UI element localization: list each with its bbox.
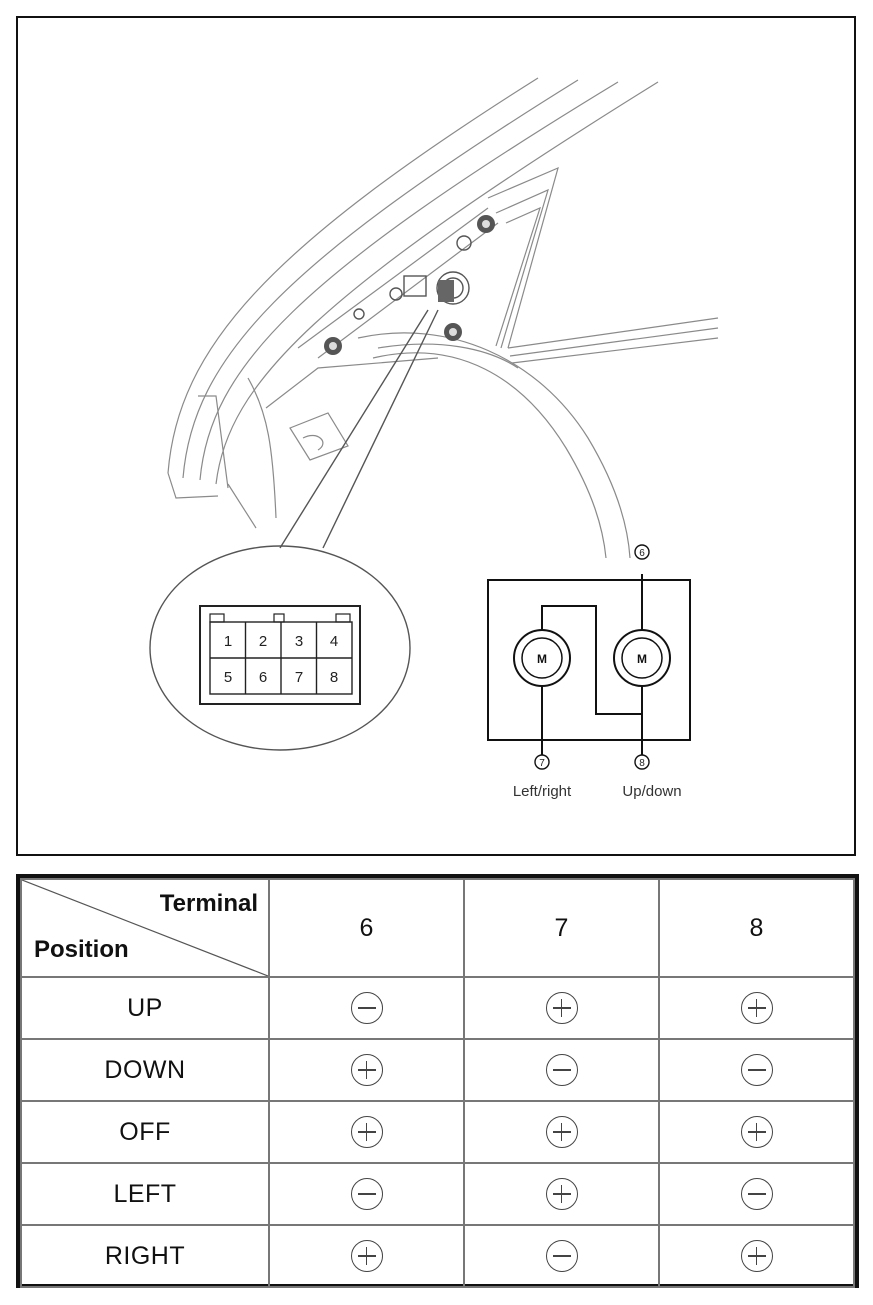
corner-position-label: Position: [34, 936, 129, 963]
cell: [463, 1100, 660, 1164]
position-label: LEFT: [20, 1162, 270, 1226]
callout-bubble: [149, 545, 411, 751]
right-motor-label: M: [637, 652, 647, 666]
cell: [268, 1224, 465, 1288]
pin-4: 4: [330, 633, 338, 650]
pin-2: 2: [259, 633, 267, 650]
pin-5: 5: [224, 669, 232, 686]
mounting-nuts: [324, 215, 495, 355]
diagram-panel: 1 2 3 4 5 6 7 8 M M: [16, 16, 856, 856]
terminal-7-label: 7: [539, 758, 545, 769]
cell: [268, 1162, 465, 1226]
motor-circuit: M M 6 7 8 Left/right Up/down: [487, 544, 691, 800]
cell: [268, 1100, 465, 1164]
cell: [268, 1038, 465, 1102]
terminal-check-table-panel: Terminal Position 6 7 8 UP DOWN OFF LEFT: [16, 874, 859, 1288]
table-header-row: Terminal Position 6 7 8: [20, 878, 855, 978]
circled-plus-icon: [545, 992, 578, 1024]
pin-3: 3: [295, 633, 303, 650]
circled-minus-icon: [545, 1054, 578, 1086]
table-row: RIGHT: [20, 1224, 855, 1288]
cell: [463, 1224, 660, 1288]
circled-plus-icon: [740, 1116, 773, 1148]
position-label: UP: [20, 976, 270, 1040]
circled-plus-icon: [545, 1116, 578, 1148]
position-label: DOWN: [20, 1038, 270, 1102]
pin-1: 1: [224, 633, 232, 650]
cell: [463, 1038, 660, 1102]
corner-header: Terminal Position: [20, 878, 270, 978]
connector-face: 1 2 3 4 5 6 7 8: [199, 605, 361, 705]
table-row: DOWN: [20, 1038, 855, 1102]
cell: [658, 1038, 855, 1102]
circled-plus-icon: [350, 1054, 383, 1086]
door-frame-sketch: [167, 77, 719, 559]
circled-plus-icon: [740, 1240, 773, 1272]
cell: [658, 1100, 855, 1164]
terminal-6-label: 6: [639, 548, 645, 559]
callout-leader: [279, 309, 439, 549]
circled-plus-icon: [350, 1116, 383, 1148]
cell: [658, 1224, 855, 1288]
position-label: OFF: [20, 1100, 270, 1164]
pin-8: 8: [330, 669, 338, 686]
circled-minus-icon: [350, 992, 383, 1024]
table-row: LEFT: [20, 1162, 855, 1226]
terminal-8-label: 8: [639, 758, 645, 769]
table-row: OFF: [20, 1100, 855, 1164]
table-row: UP: [20, 976, 855, 1040]
cell: [463, 976, 660, 1040]
mirror-location-illustration: 1 2 3 4 5 6 7 8 M M: [149, 77, 719, 800]
cell: [658, 976, 855, 1040]
cell: [463, 1162, 660, 1226]
cell: [658, 1162, 855, 1226]
left-motor-label: M: [537, 652, 547, 666]
position-label: RIGHT: [20, 1224, 270, 1288]
cell: [268, 976, 465, 1040]
circled-minus-icon: [740, 1054, 773, 1086]
terminal-header-6: 6: [268, 878, 465, 978]
circled-plus-icon: [350, 1240, 383, 1272]
corner-terminal-label: Terminal: [159, 890, 258, 917]
circled-plus-icon: [545, 1178, 578, 1210]
corner-diagonal: [22, 880, 268, 976]
caption-up-down: Up/down: [622, 783, 681, 800]
terminal-header-8: 8: [658, 878, 855, 978]
caption-left-right: Left/right: [513, 783, 572, 800]
circled-minus-icon: [350, 1178, 383, 1210]
terminal-check-table: Terminal Position 6 7 8 UP DOWN OFF LEFT: [20, 878, 855, 1288]
circled-minus-icon: [545, 1240, 578, 1272]
circled-minus-icon: [740, 1178, 773, 1210]
terminal-header-7: 7: [463, 878, 660, 978]
pin-7: 7: [295, 669, 303, 686]
circled-plus-icon: [740, 992, 773, 1024]
pin-6: 6: [259, 669, 267, 686]
